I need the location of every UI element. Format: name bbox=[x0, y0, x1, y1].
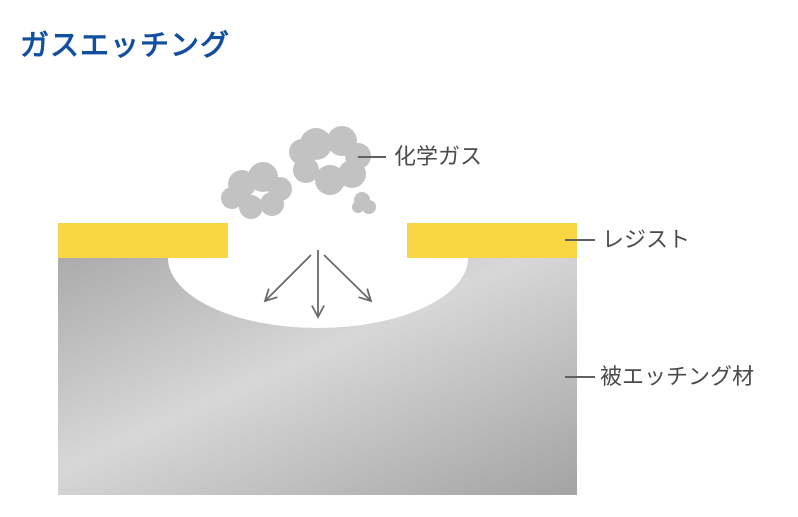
gas-cloud-small-icon bbox=[221, 162, 292, 219]
resist-bar-right bbox=[407, 223, 577, 258]
arrow-down-center-icon bbox=[311, 250, 325, 319]
page-title: ガスエッチング bbox=[20, 30, 231, 62]
gas-label: 化学ガス bbox=[394, 144, 483, 169]
gas-cloud-large-icon bbox=[289, 126, 371, 195]
resist-label: レジスト bbox=[602, 227, 691, 252]
arrow-down-left-icon bbox=[263, 254, 312, 303]
resist-bar-left bbox=[58, 223, 228, 258]
etch-direction-arrows bbox=[263, 250, 373, 319]
gas-cloud-tiny-icon bbox=[352, 192, 376, 214]
material-label: 被エッチング材 bbox=[600, 364, 755, 389]
arrow-down-right-icon bbox=[323, 254, 373, 303]
